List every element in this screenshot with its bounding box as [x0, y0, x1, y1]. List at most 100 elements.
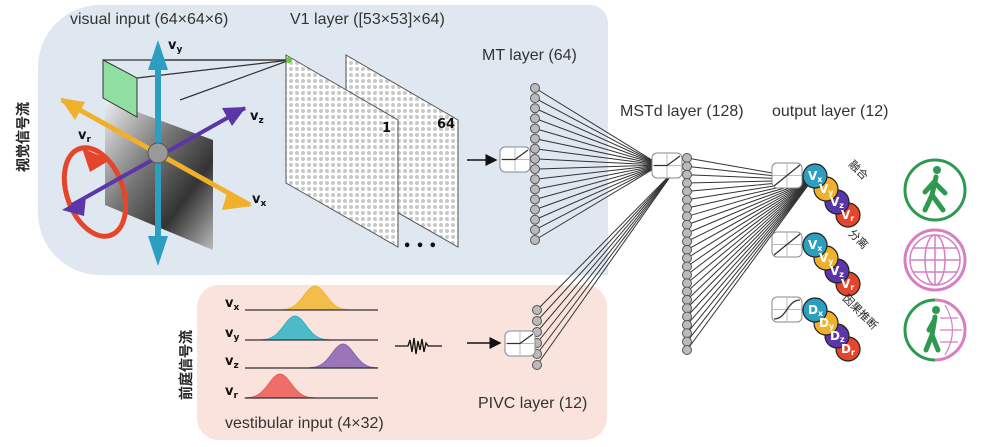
mstd-neuron: [682, 311, 692, 322]
vz-label: vz: [250, 109, 264, 126]
mstd-neuron: [682, 345, 692, 355]
tuning-curve-z: [307, 343, 379, 369]
mstd-neuron: [682, 178, 692, 189]
mstd-output-connection: [686, 179, 813, 276]
receptive-field-patch: [102, 59, 138, 118]
mstd-neuron: [682, 194, 692, 205]
pivc-mstd-connection: [536, 169, 676, 344]
mt-neuron: [530, 174, 540, 185]
mt-layer-label: MT layer (64): [482, 47, 577, 64]
pivc-neuron: [532, 305, 542, 315]
mt-mstd-connection: [534, 164, 661, 221]
tuning-curve-x: [279, 285, 351, 311]
mstd-output-connection: [686, 179, 813, 301]
mstd-neuron: [682, 336, 692, 347]
mt-neuron: [530, 123, 540, 134]
mstd-neuron: [682, 294, 692, 305]
mstd-output-connection: [686, 179, 813, 292]
mstd-output-connection: [686, 179, 813, 267]
pivc-layer-label: PIVC layer (12): [478, 395, 587, 412]
mt-mstd-connection: [534, 138, 661, 166]
connections: [534, 87, 813, 366]
mstd-neuron: [682, 228, 692, 239]
output-unit-label: Vz: [830, 264, 844, 279]
mt-mstd-connection: [534, 97, 661, 166]
noise-signal: [395, 337, 442, 355]
mt-neuron: [530, 214, 540, 225]
mstd-output-connection: [686, 179, 813, 242]
output-activation-2: [771, 296, 803, 323]
mstd-neuron: [682, 203, 692, 214]
mstd-neuron: [682, 253, 692, 264]
output-unit-label: Vy: [819, 182, 834, 197]
walking-person-icon: [903, 158, 967, 222]
vestibular-stream-label: 前庭信号流: [178, 330, 195, 400]
mstd-neuron: [682, 153, 692, 163]
mstd-neuron: [682, 319, 692, 330]
mstd-output-connection: [686, 179, 813, 309]
mstd-output-connection: [686, 179, 813, 259]
mt-mstd-connection: [534, 164, 661, 241]
mt-mstd-connection: [534, 164, 661, 211]
output-units: [802, 163, 861, 362]
mt-mstd-connection: [534, 164, 661, 231]
mstd-neuron: [682, 161, 692, 172]
output-unit-label: Dy: [819, 316, 835, 331]
pivc-activation: [504, 330, 536, 357]
output-mode-label: 融合: [846, 157, 871, 182]
mstd-neuron: [682, 244, 692, 255]
output-unit-label: Vy: [819, 251, 834, 266]
channel-label-z: vz: [225, 354, 239, 371]
mt-neuron: [530, 224, 540, 235]
pivc-mstd-connection: [536, 169, 676, 322]
activation-functions: [499, 146, 803, 357]
v1-layer-label: V1 layer ([53×53]×64): [290, 11, 445, 28]
output-unit-label: Dz: [830, 329, 845, 344]
mstd-neuron: [682, 219, 692, 230]
output-unit-label: Vx: [808, 238, 823, 253]
tuning-curve-y: [259, 315, 331, 341]
mstd-output-connection: [686, 179, 813, 351]
globe-icon: [903, 228, 967, 292]
mstd-layer-label: MSTd layer (128): [620, 103, 744, 120]
rotation-ring: [61, 145, 129, 239]
output-unit-label: Dx: [808, 303, 824, 318]
channel-label-x: vx: [225, 296, 239, 313]
mstd-neuron: [682, 269, 692, 280]
mstd-output-connection: [686, 179, 813, 334]
mstd-output-connection: [686, 179, 813, 284]
mstd-output-connection: [686, 179, 813, 342]
output-group: [802, 232, 861, 297]
mt-neuron: [530, 83, 540, 93]
mt-mstd-connection: [534, 87, 661, 166]
pivc-mstd-connection: [536, 169, 676, 333]
mt-neuron: [530, 113, 540, 124]
output-layer-label: output layer (12): [772, 103, 889, 120]
output-unit-x: [802, 297, 828, 323]
output-unit-label: Vr: [841, 208, 854, 223]
vx-label: vx: [252, 192, 266, 209]
output-unit-label: Vz: [830, 195, 844, 210]
tuning-curve-r: [244, 373, 316, 399]
mstd-neuron: [682, 169, 692, 180]
mt-mstd-connection: [534, 164, 661, 190]
mt-mstd-connection: [534, 148, 661, 166]
vy-label: vy: [168, 38, 182, 55]
mt-activation: [499, 146, 531, 173]
vestibular-tuning-curves: vx vy vz vr: [225, 285, 379, 401]
output-activation-0: [771, 162, 803, 189]
mt-neuron: [530, 143, 540, 154]
mt-neuron: [530, 133, 540, 144]
mt-neuron: [530, 204, 540, 215]
mt-mstd-connection: [534, 164, 661, 180]
channel-label-r: vr: [225, 384, 238, 401]
mstd-neuron: [682, 328, 692, 339]
channel-label-y: vy: [225, 326, 239, 343]
output-unit-label: Dr: [841, 342, 855, 357]
mt-mstd-connection: [534, 117, 661, 166]
mt-neuron: [530, 184, 540, 195]
mt-mstd-connection: [534, 107, 661, 166]
mt-neuron: [530, 103, 540, 114]
output-mode-label: 因果推断: [840, 291, 881, 332]
